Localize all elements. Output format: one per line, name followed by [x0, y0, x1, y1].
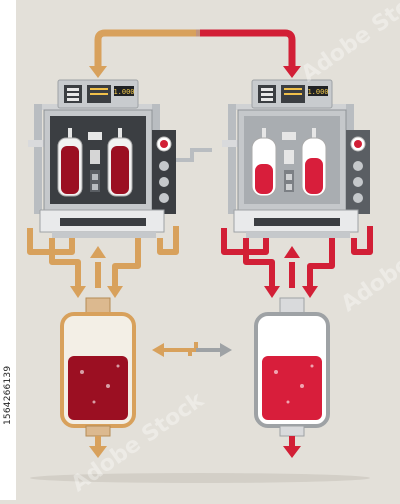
stock-id-strip: 1564266139: [0, 0, 16, 500]
left-pipe-network: [27, 226, 179, 288]
right-digital-display: 1.000: [307, 88, 328, 96]
orange-up-arrow: [90, 246, 106, 258]
stock-image-id: 1564266139: [3, 365, 13, 425]
red-outlet-arrow: [283, 446, 301, 458]
right-vessel-1: [251, 128, 277, 197]
top-transfer-line: [94, 29, 296, 70]
left-vessel-1: [57, 128, 83, 197]
orange-down-arrow-left: [70, 286, 86, 298]
red-inlet-arrow: [283, 66, 301, 78]
right-machine: 1.000: [222, 79, 370, 238]
orange-inlet-arrow: [89, 66, 107, 78]
right-pipe-network: [221, 226, 373, 288]
red-down-arrow-left: [264, 286, 280, 298]
left-machine: 1.000: [28, 79, 212, 238]
left-vessel-2: [107, 128, 133, 197]
right-vessel-2: [301, 128, 327, 197]
exchange-arrows-icon: [152, 342, 232, 357]
red-down-arrow-right: [302, 286, 318, 298]
right-tank: [254, 297, 330, 437]
left-tank: [60, 297, 136, 437]
orange-down-arrow-right: [107, 286, 123, 298]
floor-shadow: [30, 473, 370, 483]
red-up-arrow: [284, 246, 300, 258]
left-digital-display: 1.000: [113, 88, 134, 96]
orange-outlet-arrow: [89, 446, 107, 458]
